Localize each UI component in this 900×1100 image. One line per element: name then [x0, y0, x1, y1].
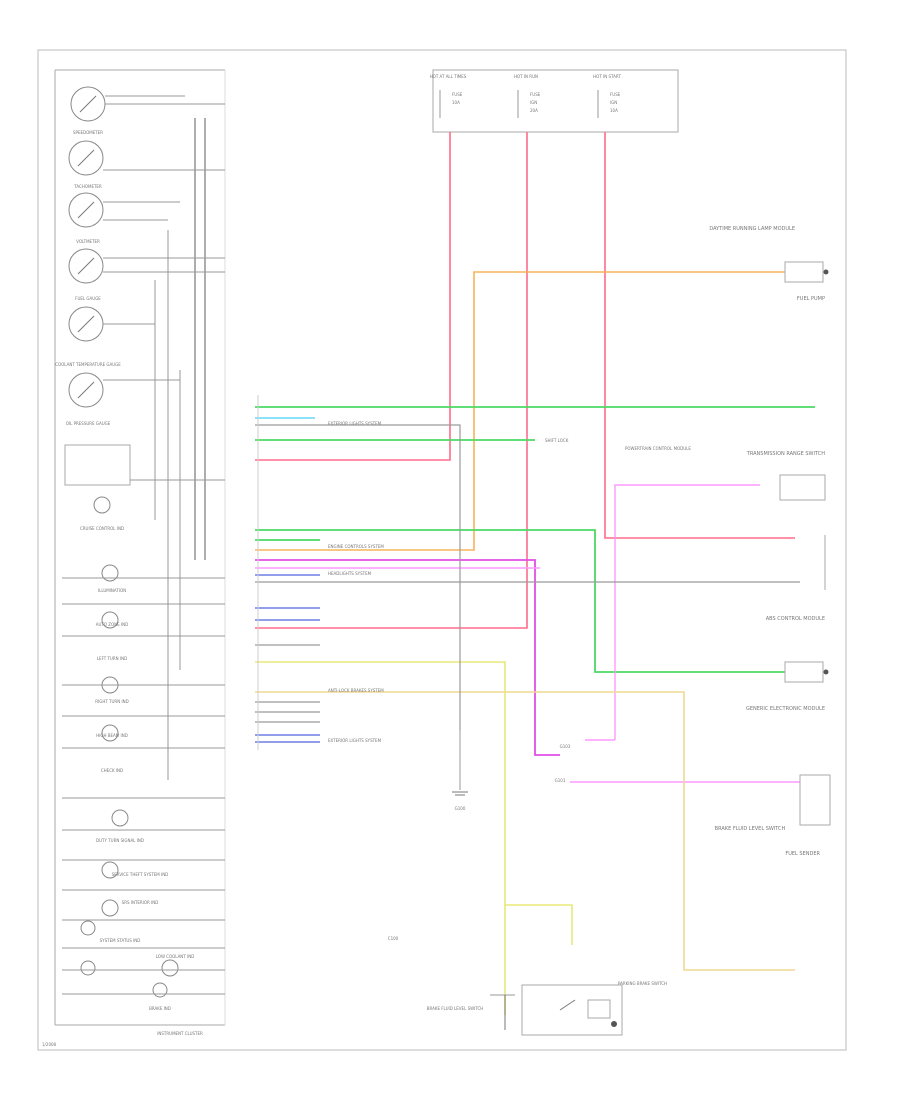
circuit-note: EXTERIOR LIGHTS SYSTEM: [328, 421, 382, 426]
wire-red-2: [255, 132, 528, 629]
indicator-label: LEFT TURN IND: [97, 656, 127, 661]
circuit-note: ENGINE CONTROLS SYSTEM: [328, 544, 384, 549]
indicator-wires: [62, 577, 225, 995]
fuse-line: IGN: [530, 100, 537, 105]
indicator-label: CHECK IND: [101, 768, 123, 773]
ground-symbol: [452, 730, 468, 796]
fuse-line: 20A: [530, 108, 538, 113]
fuse-panel: HOT AT ALL TIMES FUSE 10A HOT IN RUN FUS…: [430, 69, 679, 133]
component-trans-range: TRANSMISSION RANGE SWITCH: [746, 451, 826, 501]
lower-label: BRAKE FLUID LEVEL SWITCH: [427, 1006, 484, 1011]
circuit-note: POWERTRAIN CONTROL MODULE: [625, 446, 691, 451]
gauge-speedometer: [70, 86, 225, 122]
gauge-coolant-temp: [68, 306, 155, 342]
component-label: FUEL SENDER: [785, 851, 820, 857]
lower-label: G103: [560, 744, 571, 749]
component-label: BRAKE FLUID LEVEL SWITCH: [715, 826, 786, 832]
lower-label: G101: [555, 778, 566, 783]
component-fuel-pump: FUEL PUMP: [797, 296, 825, 302]
indicator-label: CRUISE CONTROL IND: [80, 526, 124, 531]
component-label: TRANSMISSION RANGE SWITCH: [746, 451, 825, 457]
component-abs-module: ABS CONTROL MODULE: [766, 535, 826, 622]
component-label: FUEL PUMP: [797, 296, 825, 302]
fuse-line: FUSE: [452, 92, 463, 97]
gauge-label: TACHOMETER: [73, 184, 102, 189]
wire-blue-group: [255, 574, 320, 743]
footer-code: 1/2008: [42, 1042, 57, 1047]
fuse-line: 10A: [610, 108, 618, 113]
wire-orange: [255, 271, 785, 551]
indicator-label: SRS INTERIOR IND: [122, 900, 159, 905]
fuse-title: HOT IN START: [593, 74, 621, 79]
indicator-label: AUTO ZONE IND: [96, 622, 128, 627]
indicator-label: LOW COOLANT IND: [156, 954, 195, 959]
lower-label: PARKING BRAKE SWITCH: [618, 981, 667, 986]
wire-violet: [255, 484, 800, 783]
indicator-label: BRAKE IND: [149, 1006, 171, 1011]
fuse-line: IGN: [610, 100, 617, 105]
indicator-label: RIGHT TURN IND: [95, 699, 128, 704]
gauge-label: VOLTMETER: [76, 239, 100, 244]
gauge-oil-pressure: [68, 372, 180, 408]
component-drl-module: DAYTIME RUNNING LAMP MODULE: [709, 226, 829, 283]
brake-fluid-level-switch: BRAKE FLUID LEVEL SWITCH: [427, 994, 515, 1030]
fuse-title: HOT AT ALL TIMES: [430, 74, 467, 79]
indicator-label: HIGH BEAM IND: [96, 733, 128, 738]
wire-red-1: [255, 132, 451, 461]
indicator-label: SYSTEM STATUS IND: [100, 938, 141, 943]
circuit-note: EXTERIOR LIGHTS SYSTEM: [328, 738, 382, 743]
fuse-line: 10A: [452, 100, 460, 105]
component-fuel-sender: FUEL SENDER: [785, 851, 820, 857]
gauge-fuel: [68, 248, 225, 284]
gauge-tachometer: [68, 140, 225, 176]
wire-green-3: [255, 529, 785, 673]
lower-label: G100: [455, 806, 466, 811]
wire-red-3: [604, 132, 795, 539]
fuse-line: FUSE: [530, 92, 541, 97]
gauge-label: FUEL GAUGE: [75, 296, 101, 301]
wire-gray-group: [255, 424, 800, 730]
fuse-line: FUSE: [610, 92, 621, 97]
circuit-note: ANTI-LOCK BRAKES SYSTEM: [328, 688, 384, 693]
component-label: DAYTIME RUNNING LAMP MODULE: [709, 226, 795, 232]
indicator-lamps: [80, 496, 179, 998]
indicator-label: DUTY TURN SIGNAL IND: [96, 838, 144, 843]
component-gem: GENERIC ELECTRONIC MODULE: [746, 661, 829, 712]
gauge-voltmeter: [68, 192, 180, 228]
cluster-label: INSTRUMENT CLUSTER: [157, 1031, 203, 1036]
circuit-note: SHIFT LOCK: [545, 438, 569, 443]
indicator-label: ILLUMINATION: [98, 588, 126, 593]
lower-label: C100: [388, 936, 399, 941]
circuit-note: HEADLIGHTS SYSTEM: [328, 571, 372, 576]
component-label: GENERIC ELECTRONIC MODULE: [746, 706, 825, 712]
component-label: ABS CONTROL MODULE: [766, 616, 825, 622]
gauge-label: COOLANT TEMPERATURE GAUGE: [55, 362, 121, 367]
cluster-module-box: [64, 444, 131, 486]
component-brake-fluid: BRAKE FLUID LEVEL SWITCH: [715, 774, 831, 832]
gauge-label: SPEEDOMETER: [73, 130, 103, 135]
wire-yellow: [255, 661, 573, 1015]
diagram-frame: [37, 49, 847, 1051]
wire-magenta: [255, 559, 560, 756]
gauge-label: OIL PRESSURE GAUGE: [66, 421, 111, 426]
wire-tan: [255, 691, 795, 971]
fuse-title: HOT IN RUN: [514, 74, 538, 79]
parking-brake-switch: PARKING BRAKE SWITCH: [521, 981, 667, 1036]
indicator-label: SERVICE THEFT SYSTEM IND: [112, 872, 169, 877]
